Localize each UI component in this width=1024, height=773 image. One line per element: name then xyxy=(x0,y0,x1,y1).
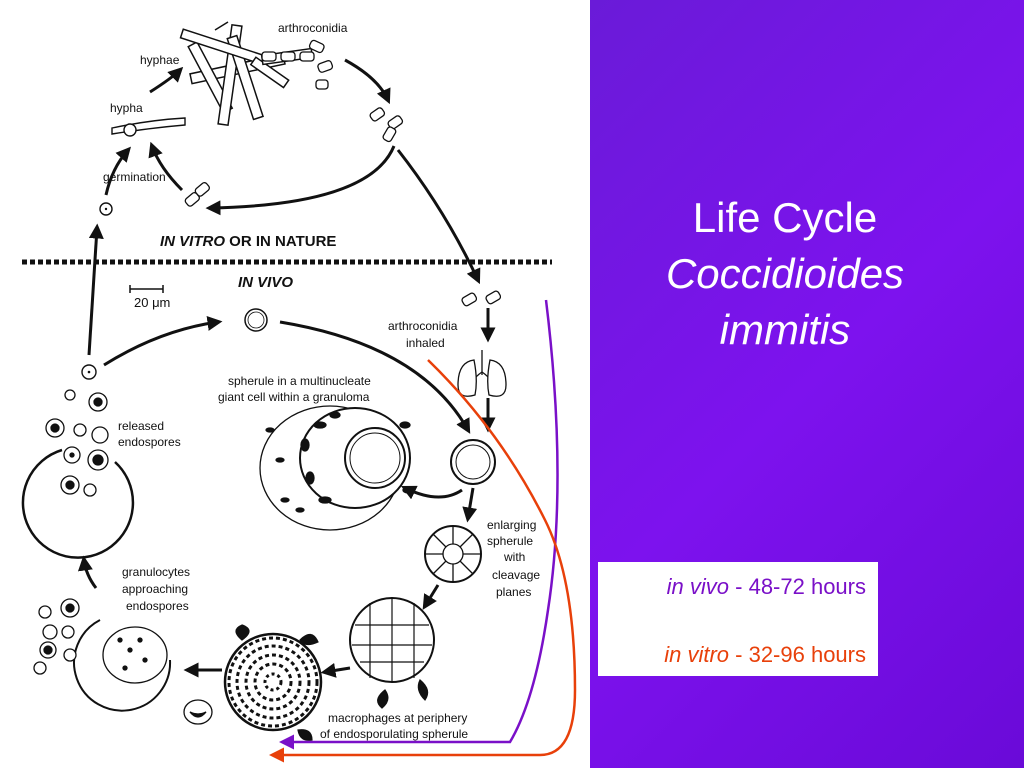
label-hypha: hypha xyxy=(110,101,143,115)
endosporulating-spherule xyxy=(223,624,323,741)
label-germination: germination xyxy=(103,170,166,184)
label-enlarging-3: with xyxy=(503,550,525,564)
label-enlarging-4: cleavage xyxy=(492,568,540,582)
title-line-2: Coccidioides xyxy=(665,250,905,297)
macrophage xyxy=(183,699,213,725)
in-vivo-label: in vivo xyxy=(666,574,730,599)
label-macrophages-2: of endosporulating spherule xyxy=(320,727,468,741)
label-hyphae: hyphae xyxy=(140,53,180,67)
in-vitro-cycle-arrows xyxy=(87,58,481,356)
label-released-1: released xyxy=(118,419,164,433)
released-endospores-illustration xyxy=(21,389,135,559)
label-released-2: endospores xyxy=(118,435,181,449)
label-granulocytes-1: granulocytes xyxy=(122,565,190,579)
in-vivo-duration-line xyxy=(279,299,559,750)
initial-spherule xyxy=(450,439,496,485)
label-granulocytes-2: approaching xyxy=(122,582,188,596)
label-arthroconidia-inhaled-1: arthroconidia xyxy=(388,319,458,333)
in-vivo-section-label: IN VIVO xyxy=(238,274,293,291)
in-vitro-value: 32-96 hours xyxy=(748,642,866,667)
in-vivo-duration: in vivo - 48-72 hours xyxy=(667,574,866,600)
scale-bar: 20 μm xyxy=(129,285,170,310)
label-arthroconidia-inhaled-2: inhaled xyxy=(406,336,445,350)
label-macrophages-1: macrophages at periphery xyxy=(328,711,467,725)
lungs-illustration xyxy=(457,350,507,397)
title-line-1: Life Cycle xyxy=(692,194,878,241)
in-vitro-separator: - xyxy=(729,642,749,667)
arthroconidia-chain xyxy=(184,39,502,307)
life-cycle-diagram: IN VITRO OR IN NATURE IN VIVO 20 μm arth… xyxy=(21,21,577,763)
mature-spherule xyxy=(349,597,435,709)
in-vitro-section-label: IN VITRO OR IN NATURE xyxy=(160,233,336,250)
label-granulocytes-3: endospores xyxy=(126,599,189,613)
label-enlarging-1: enlarging xyxy=(487,518,536,532)
granuloma-illustration xyxy=(259,405,414,531)
label-enlarging-5: planes xyxy=(496,585,531,599)
title-line-3: immitis xyxy=(719,306,851,353)
enlarging-spherule xyxy=(424,525,482,583)
life-cycle-illustration: IN VITRO OR IN NATURE IN VIVO 20 μm arth… xyxy=(21,21,577,763)
hyphae-illustration xyxy=(179,21,314,127)
label-spherule-giant-2: giant cell within a granuloma xyxy=(218,390,370,404)
hypha-illustration xyxy=(111,117,186,137)
in-vitro-label: in vitro xyxy=(664,642,730,667)
in-vivo-value: 48-72 hours xyxy=(748,574,866,599)
slide-title: Life Cycle Coccidioides immitis xyxy=(590,190,980,358)
in-vitro-duration: in vitro - 32-96 hours xyxy=(664,642,866,668)
label-enlarging-2: spherule xyxy=(487,534,533,548)
in-vitro-duration-line xyxy=(269,359,577,763)
granulocytes-illustration xyxy=(33,598,172,712)
label-arthroconidia: arthroconidia xyxy=(278,21,348,35)
in-vivo-cycle-arrows xyxy=(77,316,478,678)
in-vivo-separator: - xyxy=(729,574,749,599)
duration-box: in vivo - 48-72 hours in vitro - 32-96 h… xyxy=(598,562,878,676)
label-spherule-giant-1: spherule in a multinucleate xyxy=(228,374,371,388)
svg-text:20 μm: 20 μm xyxy=(134,295,170,310)
